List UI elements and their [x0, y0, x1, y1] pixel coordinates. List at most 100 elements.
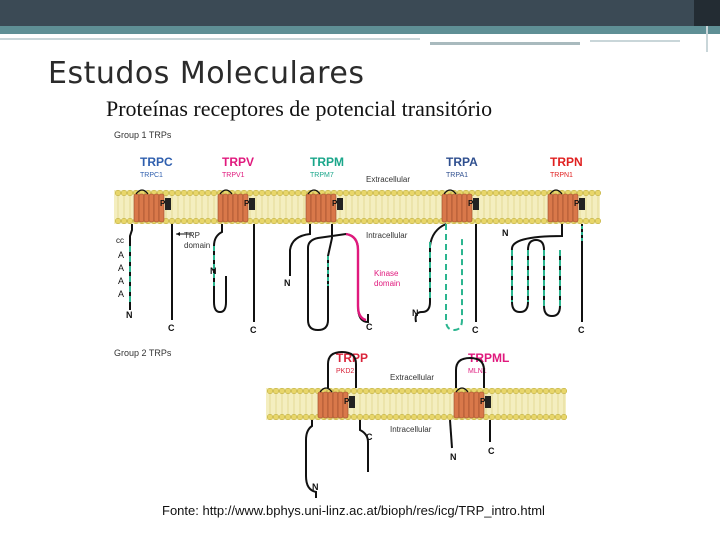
trpc-n-label: N	[126, 310, 133, 320]
trpn-helix	[547, 193, 554, 223]
lipid-bead	[308, 387, 316, 395]
lipid-bead	[186, 189, 194, 197]
family-title-trpa: TRPA	[446, 155, 478, 169]
lipid-bead	[534, 189, 542, 197]
lipid-bead	[410, 387, 418, 395]
lipid-bead	[404, 413, 412, 421]
lipid-bead	[398, 387, 406, 395]
trpn-n-label: N	[502, 228, 509, 238]
lipid-bead	[582, 189, 590, 197]
trpm-n-tail	[289, 224, 311, 276]
trpp-pore-label: P	[344, 397, 350, 406]
family-title-trpn: TRPN	[550, 155, 583, 169]
trpm-helix	[305, 193, 312, 223]
lipid-bead	[290, 413, 298, 421]
trpv-helix	[232, 193, 239, 223]
trpc-n-tail	[129, 224, 133, 310]
lipid-bead	[426, 189, 434, 197]
lipid-bead	[554, 387, 562, 395]
trpm-kinase-domain	[345, 232, 367, 322]
lipid-bead	[426, 217, 434, 225]
lipid-bead	[386, 413, 394, 421]
trpml-helix	[463, 391, 470, 419]
lipid-bead	[264, 189, 272, 197]
lipid-bead	[560, 413, 568, 421]
trpv-helix	[227, 193, 234, 223]
trpp-c-tail	[359, 420, 369, 472]
lipid-bead	[474, 189, 482, 197]
lipid-bead	[294, 189, 302, 197]
lipid-bead	[506, 387, 514, 395]
lipid-bead	[264, 217, 272, 225]
lipid-bead	[554, 413, 562, 421]
decorative-vertical-line	[706, 26, 708, 52]
lipid-bead	[270, 217, 278, 225]
lipid-bead	[356, 387, 364, 395]
trpv-helix	[217, 193, 224, 223]
lipid-bead	[284, 387, 292, 395]
top-title-bar	[0, 0, 720, 26]
lipid-bead	[378, 189, 386, 197]
lipid-bead	[186, 217, 194, 225]
lipid-bead	[210, 189, 218, 197]
trpv-n-label: N	[210, 266, 217, 276]
lipid-bead	[576, 189, 584, 197]
lipid-bead	[428, 413, 436, 421]
lipid-bead	[416, 413, 424, 421]
lipid-bead	[342, 189, 350, 197]
lipid-bead	[276, 189, 284, 197]
lipid-bead	[510, 217, 518, 225]
trpn-pore-loop	[579, 198, 585, 210]
trpn-n-loop	[511, 224, 563, 318]
lipid-bead	[392, 387, 400, 395]
lipid-bead	[398, 413, 406, 421]
family-title-trpm: TRPM	[310, 155, 344, 169]
trpml-extracellular-loop	[455, 387, 469, 393]
lipid-bead	[524, 413, 532, 421]
lipid-bead	[434, 387, 442, 395]
lipid-bead	[494, 413, 502, 421]
intracellular-label-g1: Intracellular	[366, 231, 408, 240]
trpp-extracellular-loop	[319, 387, 333, 393]
lipid-bead	[504, 217, 512, 225]
lipid-bead	[278, 413, 286, 421]
lipid-bead	[540, 217, 548, 225]
decorative-line	[0, 38, 420, 40]
lipid-bead	[512, 387, 520, 395]
lipid-bead	[266, 413, 274, 421]
trpn-helix	[552, 193, 559, 223]
lipid-bead	[432, 189, 440, 197]
lipid-bead	[548, 413, 556, 421]
trpv-tails: N C	[210, 224, 257, 335]
trpn-pore-label: P	[574, 199, 580, 208]
lipid-bead	[410, 413, 418, 421]
trpm-helix	[320, 193, 327, 223]
lipid-bead	[296, 387, 304, 395]
trpp-c-label: C	[366, 432, 373, 442]
lipid-bead	[276, 217, 284, 225]
trpml-c-label: C	[488, 446, 495, 456]
lipid-bead	[390, 217, 398, 225]
lipid-bead	[278, 387, 286, 395]
lipid-bead	[404, 387, 412, 395]
lipid-bead	[480, 217, 488, 225]
intracellular-label-g2: Intracellular	[390, 425, 432, 434]
trpc-c-label: C	[168, 323, 175, 333]
lipid-bead	[356, 413, 364, 421]
trpn-ankyrin-segment	[511, 250, 561, 306]
lipid-bead	[522, 189, 530, 197]
trpml-helix	[458, 391, 465, 419]
trpv-c-label: C	[250, 325, 257, 335]
lipid-bead	[504, 189, 512, 197]
lipid-bead	[282, 189, 290, 197]
lipid-bead	[302, 387, 310, 395]
trpml-extracellular-loop	[455, 356, 485, 388]
lipid-bead	[510, 189, 518, 197]
trpm-helix	[310, 193, 317, 223]
lipid-bead	[270, 189, 278, 197]
lipid-bead	[422, 413, 430, 421]
trpml-helix	[468, 391, 475, 419]
source-citation: Fonte: http://www.bphys.uni-linz.ac.at/b…	[162, 503, 545, 518]
lipid-bead	[290, 387, 298, 395]
